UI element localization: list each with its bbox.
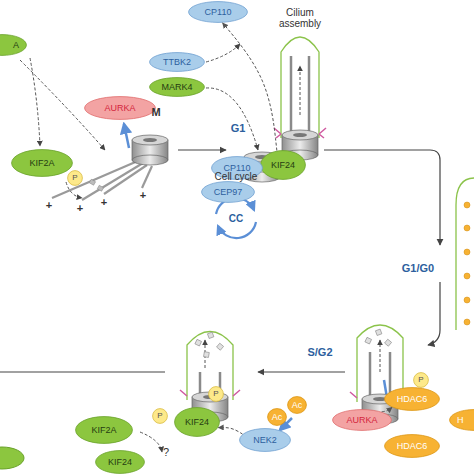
- node-label: KIF2A: [75, 416, 133, 444]
- protein-ellipse: HDAC6: [384, 434, 440, 458]
- node-label: P: [152, 408, 168, 424]
- unknown-mark: ?: [160, 446, 172, 458]
- protein-ellipse: CP110: [188, 1, 248, 23]
- process-label: Cilium assembly: [270, 7, 330, 29]
- plus-end-mark: +: [138, 189, 148, 201]
- protein-ellipse: KIF2A: [75, 416, 133, 444]
- phospho-circle: P: [208, 386, 224, 402]
- acetyl-circle: Ac: [267, 408, 287, 426]
- protein-ellipse: H: [449, 409, 474, 431]
- phase-label: S/G2: [300, 346, 340, 358]
- protein-ellipse: NEK2: [239, 428, 291, 452]
- node-label: Ac: [287, 396, 307, 414]
- protein-ellipse: CEP97: [201, 181, 255, 203]
- node-label: H: [449, 409, 474, 431]
- node-label: HDAC6: [384, 434, 440, 458]
- protein-ellipse: TTBK2: [149, 52, 205, 72]
- regulation-arrow: [223, 23, 277, 151]
- regulation-arrow: [218, 428, 242, 435]
- acetyl-circle: Ac: [287, 396, 307, 414]
- protein-ellipse: [0, 447, 24, 469]
- protein-ellipse: AURKA: [84, 96, 156, 120]
- plus-end-mark: +: [44, 199, 54, 211]
- protein-ellipse: KIF24: [174, 407, 220, 437]
- phase-label: M: [146, 106, 166, 118]
- cell-cycle-symbol: [216, 198, 256, 238]
- node-label: P: [413, 372, 429, 388]
- protein-ellipse: AURKA: [332, 409, 392, 431]
- phospho-circle: P: [67, 170, 83, 186]
- plus-end-mark: +: [99, 196, 109, 208]
- cycle-arrow: [0, 150, 440, 372]
- node-label: MARK4: [149, 77, 205, 97]
- tubulin-fragment: [89, 179, 103, 191]
- phase-label: G1/G0: [396, 262, 440, 274]
- node-label: TTBK2: [149, 52, 205, 72]
- protein-ellipse: MARK4: [149, 77, 205, 97]
- protein-ellipse: KIF24: [95, 450, 145, 474]
- regulation-arrow: [382, 407, 392, 411]
- node-label: CP110: [188, 1, 248, 23]
- node-label: A: [0, 34, 27, 56]
- phospho-circle: P: [152, 408, 168, 424]
- protein-ellipse: KIF2A: [11, 149, 73, 177]
- cycle-label: CC: [224, 213, 248, 224]
- cilium: [274, 37, 326, 160]
- node-label: HDAC6: [384, 387, 440, 411]
- phase-label: G1: [226, 122, 250, 134]
- node-label: P: [67, 170, 83, 186]
- cycle-label: Cell cycle: [201, 171, 271, 182]
- node-label: KIF24: [260, 150, 306, 180]
- protein-ellipse: KIF24: [260, 150, 306, 180]
- centrosome: [132, 135, 168, 165]
- node-label: AURKA: [332, 409, 392, 431]
- node-label: CEP97: [201, 181, 255, 203]
- activation-arrow: [124, 124, 388, 430]
- protein-ellipse: HDAC6: [384, 387, 440, 411]
- plus-end-mark: +: [75, 202, 85, 214]
- cilium: [456, 178, 474, 330]
- node-label: KIF2A: [11, 149, 73, 177]
- regulation-arrow: [20, 44, 380, 452]
- node-label: KIF24: [95, 450, 145, 474]
- node-label: Ac: [267, 408, 287, 426]
- protein-ellipse: A: [0, 34, 27, 56]
- node-label: NEK2: [239, 428, 291, 452]
- node-label: AURKA: [84, 96, 156, 120]
- phospho-circle: P: [413, 372, 429, 388]
- node-label: KIF24: [174, 407, 220, 437]
- node-label: P: [208, 386, 224, 402]
